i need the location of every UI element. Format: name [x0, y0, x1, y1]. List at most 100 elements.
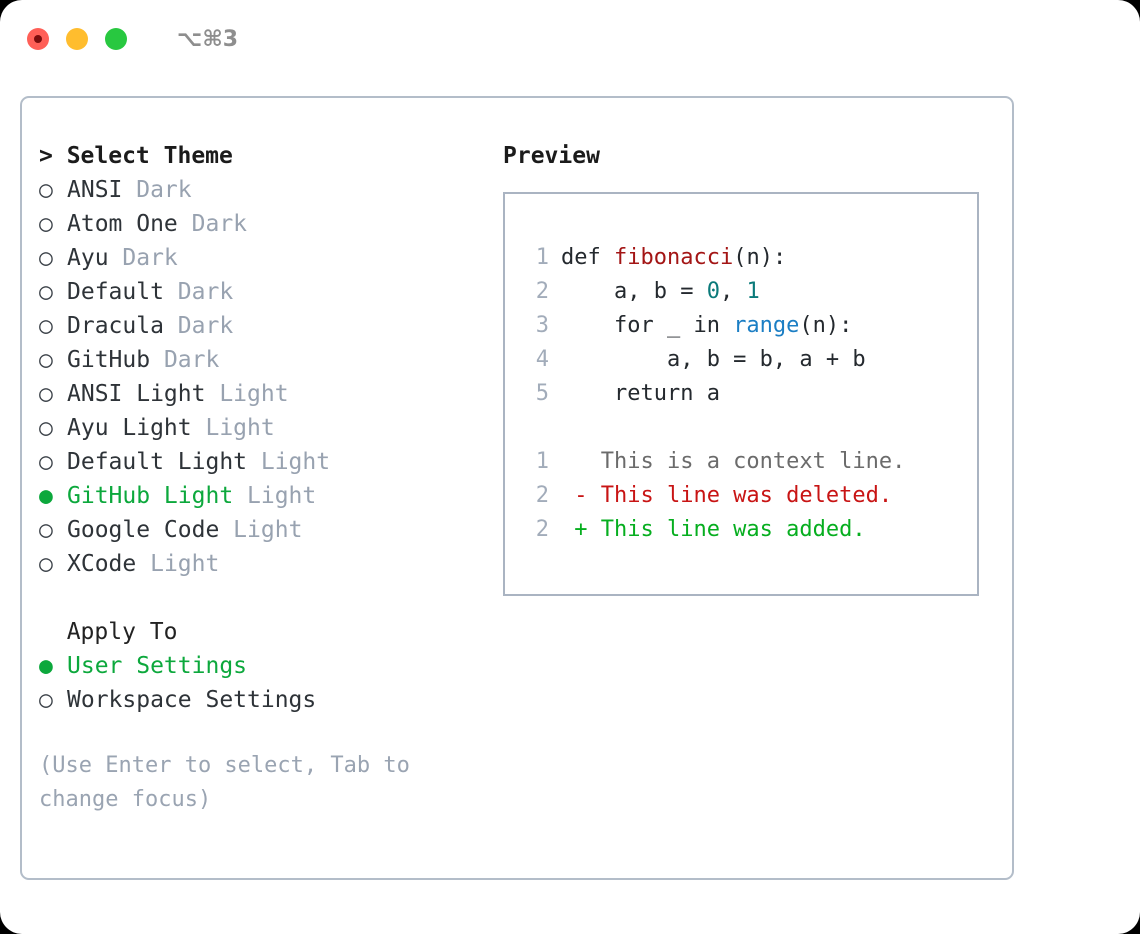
- code-token-del: - This line was deleted.: [561, 483, 893, 508]
- code-token-call: range: [733, 313, 800, 338]
- diff-sample: 1 This is a context line.2 - This line w…: [523, 445, 977, 547]
- traffic-lights: [27, 28, 127, 50]
- code-line: 3 for _ in range(n):: [523, 309, 977, 343]
- close-button[interactable]: [27, 28, 49, 50]
- code-token-plain: (n):: [799, 313, 853, 338]
- theme-item[interactable]: ○ ANSI Dark: [39, 173, 491, 207]
- theme-item[interactable]: ○ Ayu Light Light: [39, 411, 491, 445]
- theme-label: XCode: [67, 551, 137, 577]
- diff-line: 1 This is a context line.: [523, 445, 977, 479]
- code-diff-spacer: [523, 411, 977, 445]
- radio-unselected-icon: ○: [39, 449, 53, 475]
- theme-label: Atom One: [67, 211, 178, 237]
- radio-unselected-icon: ○: [39, 381, 53, 407]
- line-number: 2: [535, 279, 549, 304]
- main-panel: > Select Theme ○ANSI Dark○Atom One Dark○…: [20, 96, 1014, 880]
- theme-item[interactable]: ○ Default Dark: [39, 275, 491, 309]
- keyboard-shortcut-label: ⌥⌘3: [177, 26, 239, 52]
- code-line: 2 a, b = 0, 1: [523, 275, 977, 309]
- apply-to-item[interactable]: ● User Settings: [39, 649, 491, 683]
- theme-label: Ayu Light: [67, 415, 192, 441]
- theme-label: GitHub: [67, 347, 151, 373]
- code-line: 5 return a: [523, 377, 977, 411]
- code-line: 1 def fibonacci(n):: [523, 241, 977, 275]
- minimize-button[interactable]: [66, 28, 88, 50]
- apply-to-list[interactable]: ● User Settings ○ Workspace Settings: [39, 649, 491, 717]
- code-token-ctx: This is a context line.: [561, 449, 906, 474]
- theme-item[interactable]: ○ Atom One Dark: [39, 207, 491, 241]
- theme-item[interactable]: ○Google Code Light: [39, 513, 491, 547]
- keyboard-hint-text: (Use Enter to select, Tab to change focu…: [39, 753, 410, 812]
- theme-tag: Dark: [150, 347, 220, 373]
- theme-item[interactable]: ●GitHub Light Light: [39, 479, 491, 513]
- theme-item[interactable]: ○ XCode Light: [39, 547, 491, 581]
- code-token-num: 1: [746, 279, 760, 304]
- code-token-plain: def: [561, 245, 614, 270]
- theme-tag: Dark: [122, 177, 192, 203]
- line-number: 2: [535, 483, 549, 508]
- radio-selected-icon: ●: [39, 653, 53, 679]
- title-bar: ⌥⌘3: [0, 0, 1140, 78]
- code-line: 4 a, b = b, a + b: [523, 343, 977, 377]
- apply-to-label: User Settings: [67, 653, 248, 679]
- theme-item[interactable]: ○ Default Light Light: [39, 445, 491, 479]
- theme-picker-column: > Select Theme ○ANSI Dark○Atom One Dark○…: [39, 139, 491, 817]
- code-token-fn: fibonacci: [613, 245, 734, 270]
- diff-line: 2 - This line was deleted.: [523, 479, 977, 513]
- radio-selected-icon: ●: [39, 483, 53, 509]
- theme-tag: Dark: [177, 211, 248, 237]
- line-number: 4: [535, 347, 549, 372]
- theme-tag: Light: [219, 517, 303, 543]
- line-number: 1: [535, 245, 549, 270]
- radio-unselected-icon: ○: [39, 279, 53, 305]
- radio-unselected-icon: ○: [39, 517, 53, 543]
- radio-unselected-icon: ○: [39, 415, 53, 441]
- radio-unselected-icon: ○: [39, 687, 53, 713]
- theme-label: ANSI Light: [67, 381, 206, 407]
- line-number: 5: [535, 381, 549, 406]
- theme-tag: Light: [205, 381, 289, 407]
- code-token-plain: for _ in: [561, 313, 734, 338]
- code-token-plain: a, b =: [561, 279, 707, 304]
- code-token-plain: (n):: [733, 245, 787, 270]
- radio-unselected-icon: ○: [39, 211, 53, 237]
- code-token-add: + This line was added.: [561, 517, 866, 542]
- close-dot-icon: [34, 35, 42, 43]
- code-token-plain: return a: [561, 381, 720, 406]
- apply-to-label: Workspace Settings: [67, 687, 317, 713]
- theme-item[interactable]: ○Ayu Dark: [39, 241, 491, 275]
- theme-label: Default Light: [67, 449, 248, 475]
- radio-unselected-icon: ○: [39, 551, 53, 577]
- theme-item[interactable]: ○ Dracula Dark: [39, 309, 491, 343]
- code-token-plain: a, b = b, a + b: [561, 347, 866, 372]
- theme-tag: Light: [136, 551, 220, 577]
- line-number: 2: [535, 517, 549, 542]
- theme-label: Default: [67, 279, 164, 305]
- apply-to-item[interactable]: ○ Workspace Settings: [39, 683, 491, 717]
- maximize-button[interactable]: [105, 28, 127, 50]
- theme-list[interactable]: ○ ANSI Dark ○ Atom One Dark ○ Ayu Dark ○ Defaul…: [39, 173, 491, 581]
- theme-label: Ayu: [67, 245, 109, 271]
- theme-label: Dracula: [67, 313, 164, 339]
- diff-line: 2 + This line was added.: [523, 513, 977, 547]
- select-theme-header: > Select Theme: [39, 143, 233, 169]
- theme-tag: Light: [191, 415, 275, 441]
- theme-tag: Dark: [163, 313, 234, 339]
- theme-tag: Dark: [163, 279, 234, 305]
- theme-item[interactable]: ○ GitHub Dark: [39, 343, 491, 377]
- code-token-plain: ,: [719, 279, 747, 304]
- line-number: 3: [535, 313, 549, 338]
- radio-unselected-icon: ○: [39, 245, 53, 271]
- theme-tag: Light: [247, 449, 331, 475]
- radio-unselected-icon: ○: [39, 177, 53, 203]
- code-token-num: 0: [706, 279, 720, 304]
- radio-unselected-icon: ○: [39, 313, 53, 339]
- radio-unselected-icon: ○: [39, 347, 53, 373]
- theme-item[interactable]: ○ ANSI Light Light: [39, 377, 491, 411]
- theme-label: ANSI: [67, 177, 123, 203]
- line-number: 1: [535, 449, 549, 474]
